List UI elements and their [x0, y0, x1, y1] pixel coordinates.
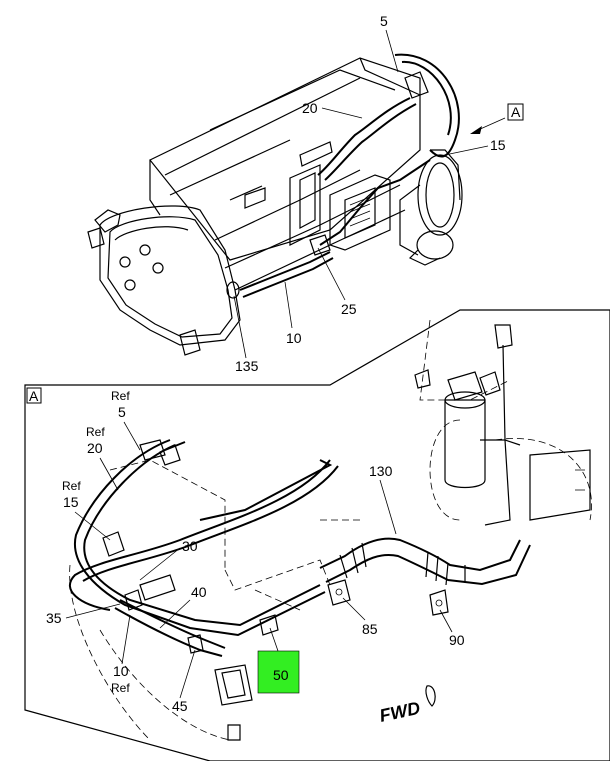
ref-word-15: Ref	[62, 479, 81, 493]
callout-130: 130	[369, 463, 393, 479]
callout-40: 40	[191, 584, 207, 600]
callout-20: 20	[302, 100, 318, 116]
ref-word-20: Ref	[86, 425, 105, 439]
engine-assembly-drawing	[87, 53, 463, 356]
detail-frame	[24, 309, 610, 761]
top-callouts: 5 20 A 15 25 10 135	[233, 13, 524, 374]
callout-10: 10	[286, 330, 302, 346]
callout-135: 135	[235, 358, 259, 374]
view-tag-a-top: A	[511, 104, 521, 120]
callout-30: 30	[182, 538, 198, 554]
ref-word-5: Ref	[111, 389, 130, 403]
view-tag-a-detail: A	[29, 388, 39, 404]
callout-25: 25	[341, 301, 357, 317]
callout-ref-10: 10	[113, 663, 129, 679]
callout-85: 85	[362, 621, 378, 637]
callout-45: 45	[172, 698, 188, 714]
callout-5: 5	[380, 13, 388, 29]
callout-90: 90	[449, 632, 465, 648]
callout-ref-15: 15	[63, 494, 79, 510]
detail-drawing	[68, 319, 592, 741]
highlight-box-50	[257, 650, 300, 694]
callout-ref-5: 5	[118, 404, 126, 420]
forward-arrow-icon	[425, 685, 436, 707]
callout-ref-20: 20	[87, 440, 103, 456]
callout-35: 35	[46, 610, 62, 626]
ref-word-10: Ref	[111, 681, 130, 695]
forward-indicator: FWD	[378, 698, 422, 726]
callout-15: 15	[490, 137, 506, 153]
callout-50: 50	[273, 667, 289, 683]
